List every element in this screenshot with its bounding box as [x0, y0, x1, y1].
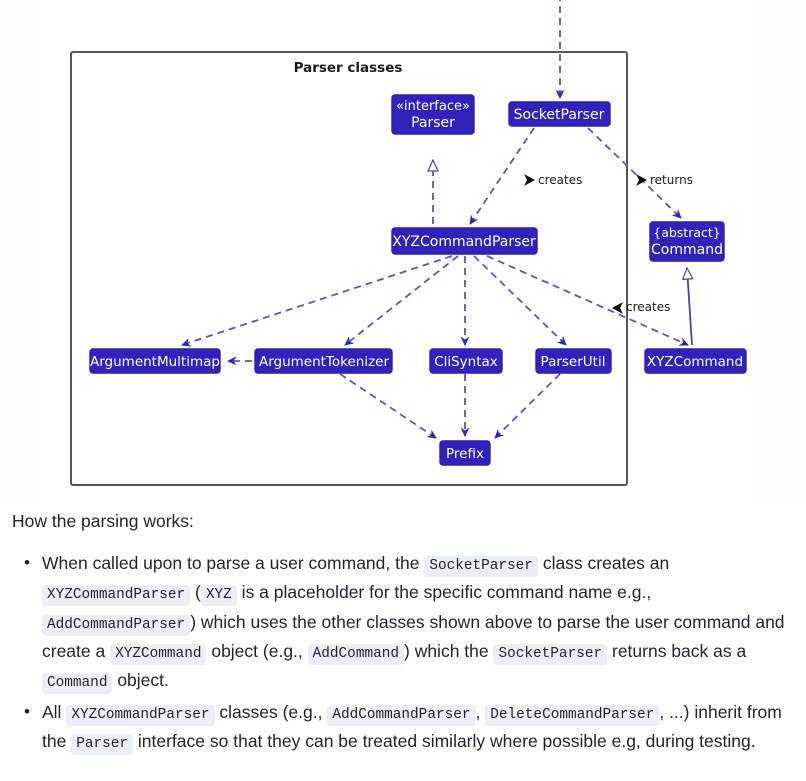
class-box-command-name: Command [651, 242, 723, 258]
class-box-parser-name: Parser [411, 115, 455, 131]
inline-code: XYZCommandParser [66, 704, 215, 726]
class-box-parserutil[interactable]: ParserUtil [535, 348, 612, 374]
edge-xyzcommandparser-creates-xyzcommand [486, 255, 689, 346]
prose-lead: How the parsing works: [12, 511, 194, 531]
class-box-argumenttokenizer-name: ArgumentTokenizer [259, 354, 390, 370]
class-box-prefix-name: Prefix [446, 446, 484, 462]
class-box-argumenttokenizer-rect[interactable] [254, 348, 393, 374]
inline-code: AddCommandParser [42, 614, 191, 636]
class-box-argumentmultimap-rect[interactable] [89, 348, 221, 374]
page-gutter-right [754, 0, 806, 500]
inline-code: SocketParser [424, 556, 538, 578]
class-box-clisyntax-name: CliSyntax [434, 354, 498, 370]
returns-arrow-icon [636, 174, 647, 186]
class-box-xyzcommand-name: XYZCommand [647, 354, 743, 370]
edge-argumenttokenizer-to-prefix [339, 373, 437, 439]
edge-xyzcommand-extends-command [681, 266, 694, 346]
class-box-socketparser[interactable]: SocketParser [508, 101, 611, 127]
creates-bottom-arrow-icon [612, 302, 623, 314]
class-box-clisyntax[interactable]: CliSyntax [429, 348, 503, 374]
list-item: All XYZCommandParser classes (e.g., AddC… [24, 698, 806, 757]
class-box-command[interactable]: {abstract} Command [649, 221, 725, 262]
class-boxes: «interface» Parser SocketParser XYZComma… [89, 94, 747, 466]
class-box-xyzcommand-rect[interactable] [644, 348, 747, 374]
diagram-canvas: Parser classes [70, 0, 747, 486]
class-box-socketparser-rect[interactable] [508, 101, 611, 127]
class-box-prefix[interactable]: Prefix [439, 440, 491, 466]
inline-code: Command [42, 673, 113, 695]
edge-label-creates-top: creates [538, 173, 582, 187]
prose-bullet-list: When called upon to parse a user command… [0, 549, 806, 756]
creates-top-arrow-icon [524, 174, 535, 186]
edge-socketparser-creates-xyzcommandparser [469, 127, 535, 225]
class-box-parserutil-rect[interactable] [535, 348, 612, 374]
class-box-command-rect[interactable] [649, 221, 725, 262]
class-box-parser-rect[interactable] [391, 94, 475, 135]
class-box-socketparser-name: SocketParser [514, 107, 605, 123]
inline-code: XYZ [200, 585, 237, 607]
class-box-argumentmultimap-name: ArgumentMultimap [90, 354, 220, 370]
inline-code: AddCommandParser [327, 704, 476, 726]
inline-code: DeleteCommandParser [485, 704, 660, 726]
inline-code: SocketParser [493, 644, 608, 666]
edge-parserutil-to-prefix [494, 373, 561, 439]
inline-code: XYZCommandParser [42, 585, 191, 607]
class-box-xyzcommandparser[interactable]: XYZCommandParser [391, 227, 538, 255]
class-box-parser[interactable]: «interface» Parser [391, 94, 475, 135]
edge-label-creates-bottom: creates [626, 300, 670, 314]
inline-code: XYZCommand [110, 644, 207, 666]
prose-section: How the parsing works: When called upon … [0, 498, 806, 758]
parser-classes-diagram: Parser classes [70, 0, 747, 486]
diagram-frame [70, 51, 628, 486]
edge-socketparser-returns-command [587, 127, 682, 219]
class-box-xyzcommandparser-rect[interactable] [391, 227, 538, 255]
class-box-clisyntax-rect[interactable] [429, 348, 503, 374]
page-gutter-left [0, 0, 40, 500]
class-box-command-stereotype: {abstract} [653, 225, 721, 240]
class-box-xyzcommand[interactable]: XYZCommand [644, 348, 747, 374]
class-box-argumenttokenizer[interactable]: ArgumentTokenizer [254, 348, 393, 374]
inline-code: AddCommand [307, 644, 404, 666]
diagram-edges [181, 0, 689, 439]
class-box-xyzcommandparser-name: XYZCommandParser [392, 234, 536, 250]
class-box-argumentmultimap[interactable]: ArgumentMultimap [89, 348, 221, 374]
edge-xyzcommandparser-to-parserutil [473, 255, 567, 346]
inline-code: Parser [71, 734, 134, 756]
diagram-title: Parser classes [294, 60, 403, 76]
class-box-parser-stereotype: «interface» [396, 99, 470, 114]
class-box-prefix-rect[interactable] [439, 440, 491, 466]
list-item: When called upon to parse a user command… [24, 549, 806, 696]
class-box-parserutil-name: ParserUtil [541, 354, 606, 370]
edge-label-returns: returns [650, 173, 693, 187]
